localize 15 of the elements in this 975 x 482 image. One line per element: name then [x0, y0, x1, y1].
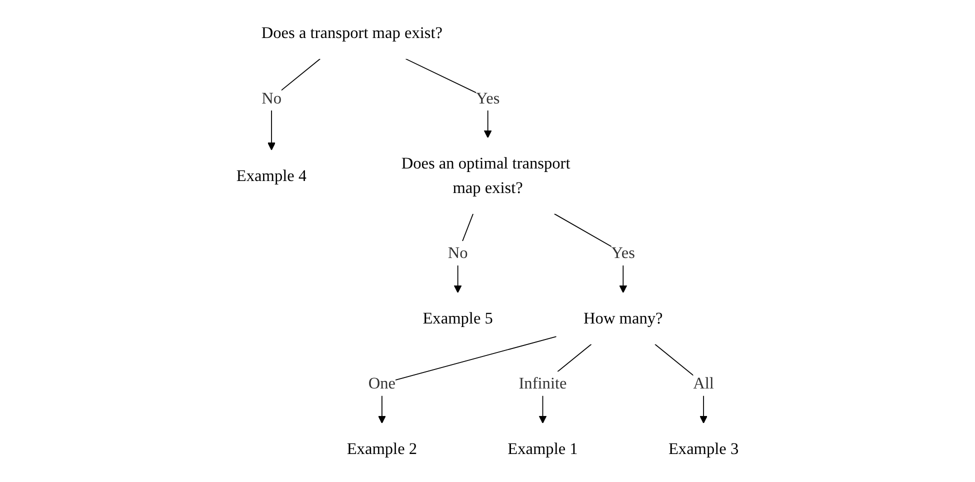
- edge-label: Yes: [611, 244, 635, 262]
- edge-label: One: [368, 374, 396, 392]
- edge-label: Yes: [476, 88, 500, 107]
- node-text: How many?: [583, 308, 663, 328]
- node-text: Example 5: [422, 308, 493, 328]
- node-text: Example 4: [236, 166, 307, 184]
- node-text: Example 1: [508, 439, 578, 458]
- node-text: Example 2: [346, 439, 417, 458]
- edge-label: No: [448, 244, 468, 262]
- edge-label: All: [693, 374, 714, 392]
- edge-label: No: [262, 88, 282, 107]
- node-text: Does a transport map exist?: [261, 24, 442, 42]
- edge-label: Infinite: [518, 374, 567, 392]
- node-text: Example 3: [668, 439, 739, 458]
- node-text: Does an optimal transport map exist?: [401, 154, 570, 197]
